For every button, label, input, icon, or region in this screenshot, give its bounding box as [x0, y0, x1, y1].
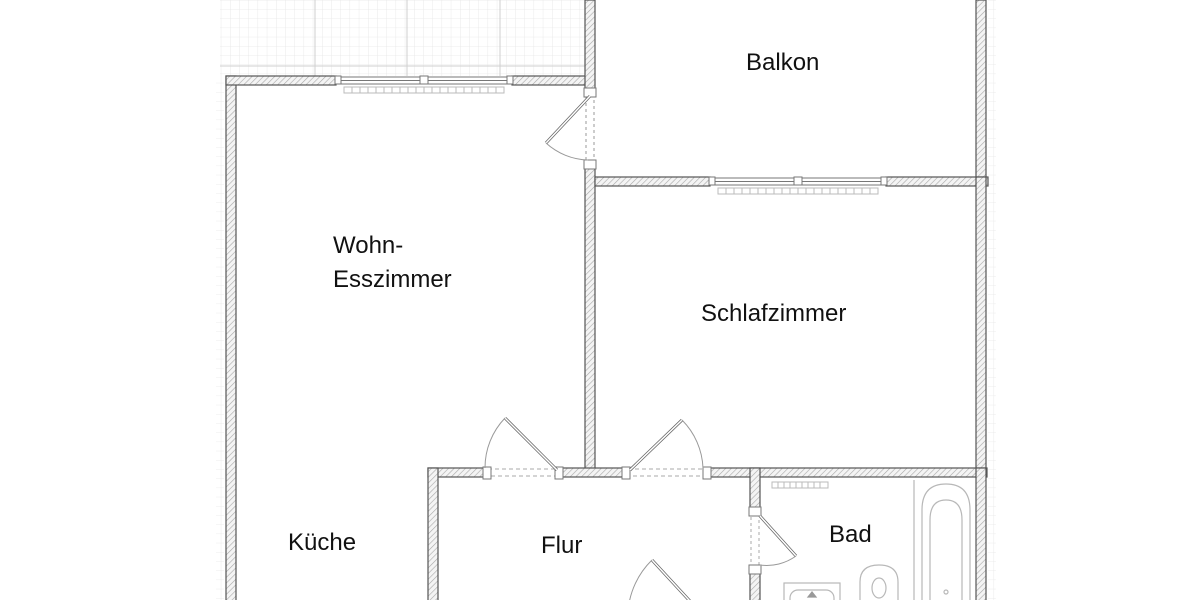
room-label-schlafzimmer: Schlafzimmer — [701, 300, 847, 327]
door-entrance — [629, 558, 691, 600]
window-bad — [771, 481, 829, 489]
door-schlaf-flur — [621, 418, 712, 480]
sink — [783, 582, 841, 600]
window-schlaf — [708, 176, 888, 195]
room-label-wohn-line2: Esszimmer — [333, 266, 452, 293]
door-bad — [748, 506, 798, 575]
window-wohn — [334, 75, 514, 94]
bathtub — [913, 480, 971, 600]
room-label-kueche: Küche — [288, 529, 357, 556]
terrace-grid — [216, 0, 996, 600]
door-wohn-flur — [482, 416, 564, 480]
room-label-bad: Bad — [829, 521, 872, 548]
walls — [225, 0, 989, 600]
door-balkon — [544, 87, 597, 170]
room-label-balkon: Balkon — [746, 49, 820, 76]
toilet — [859, 564, 899, 600]
room-label-flur: Flur — [541, 532, 583, 559]
room-label-wohn-line1: Wohn- — [333, 232, 404, 259]
